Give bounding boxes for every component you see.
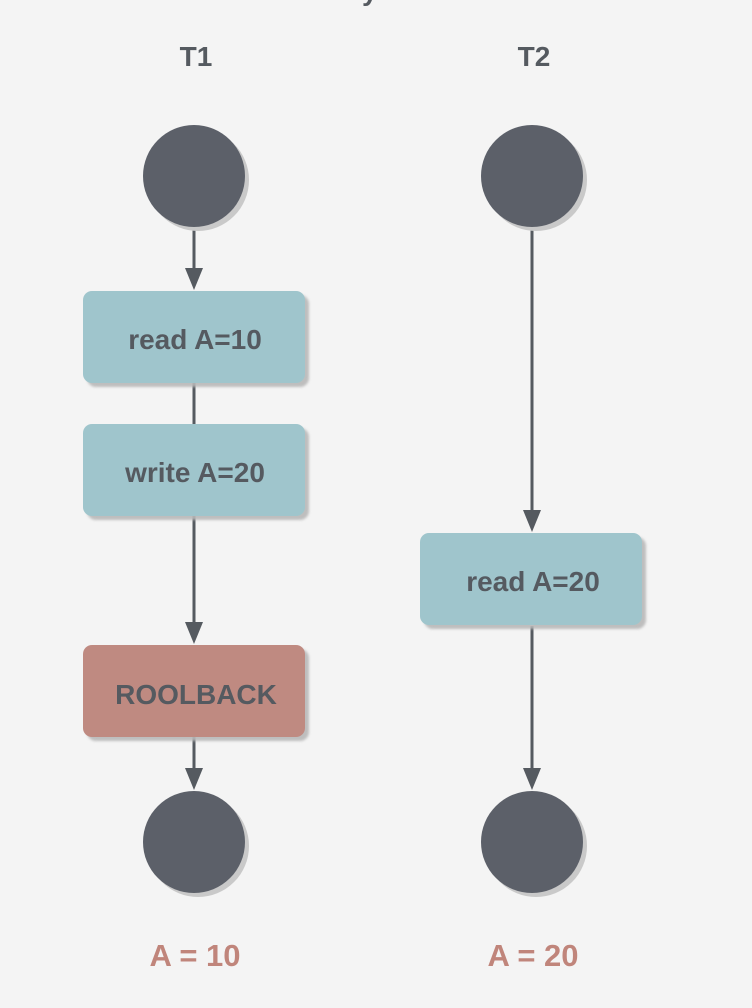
step-t1-rollback: ROOLBACK xyxy=(83,645,305,737)
lane-title-t1: T1 xyxy=(180,41,213,72)
end-node-t1 xyxy=(143,791,245,893)
step-t2-read-label: read A=20 xyxy=(466,566,600,597)
step-t1-rollback-label: ROOLBACK xyxy=(115,679,277,710)
top-caption-fragment: y xyxy=(362,0,378,6)
start-node-t1-fill xyxy=(143,125,245,227)
step-t1-write: write A=20 xyxy=(83,424,305,516)
arrow-head-t1-rollback xyxy=(185,622,203,644)
start-node-t2 xyxy=(481,125,583,227)
end-node-t2 xyxy=(481,791,583,893)
step-t1-read: read A=10 xyxy=(83,291,305,383)
arrow-head-t2-read xyxy=(523,510,541,532)
step-t2-read: read A=20 xyxy=(420,533,642,625)
arrow-head-t1-end xyxy=(185,768,203,790)
lane-title-t2: T2 xyxy=(518,41,551,72)
step-t1-write-label: write A=20 xyxy=(124,457,265,488)
step-t1-read-label: read A=10 xyxy=(128,324,262,355)
result-t2: A = 20 xyxy=(487,938,578,973)
result-t1: A = 10 xyxy=(149,938,240,973)
arrow-head-t2-end xyxy=(523,768,541,790)
arrow-head-t1-read xyxy=(185,268,203,290)
